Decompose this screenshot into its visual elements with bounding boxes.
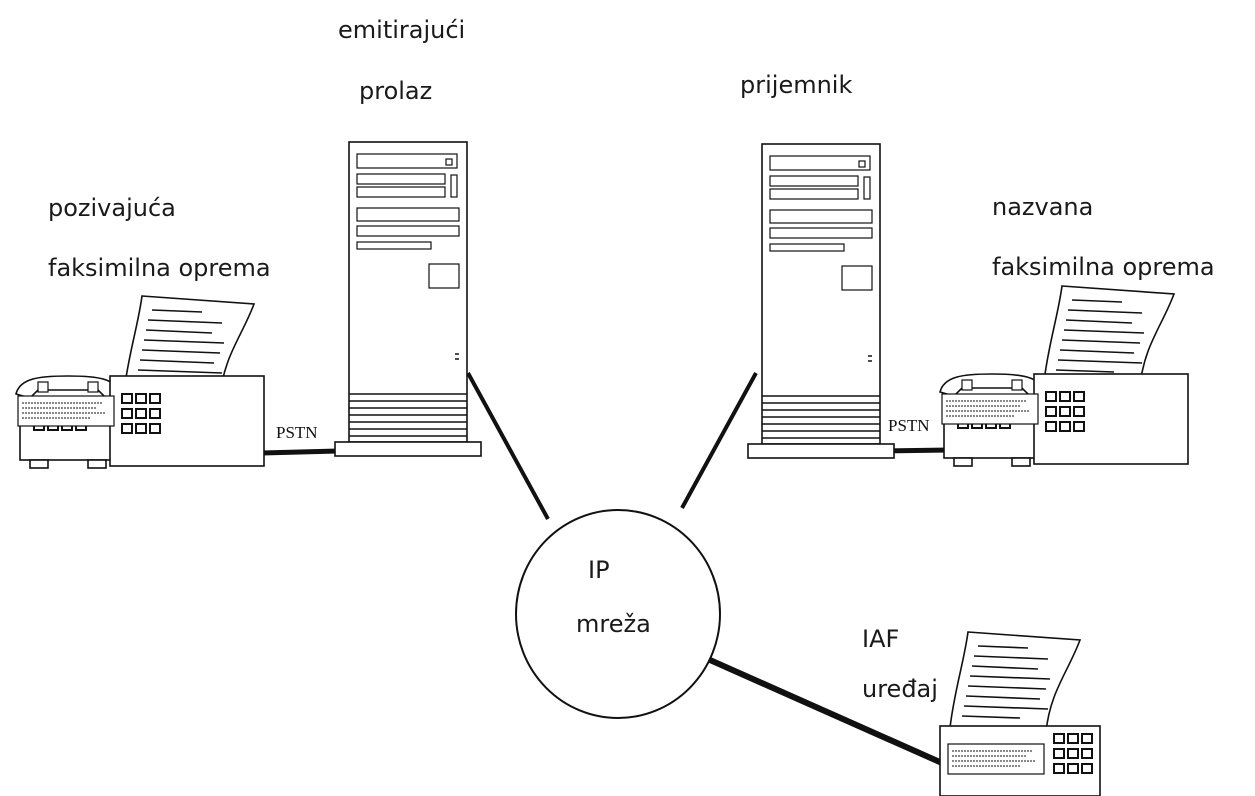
called-fax-label-2: faksimilna oprema <box>992 253 1215 281</box>
sending-gateway-server-icon <box>334 141 482 457</box>
ip-network-ellipse <box>515 509 721 719</box>
sending-gateway-label: emitirajući <box>338 16 465 44</box>
iaf-device-label-2: uređaj <box>862 675 938 703</box>
called-fax-machine-icon <box>940 374 1188 466</box>
calling-fax-machine-icon <box>16 376 264 468</box>
calling-fax-label-2: faksimilna oprema <box>48 254 271 282</box>
calling-fax-label: pozivajuća <box>48 194 176 222</box>
receiving-gateway-server-icon <box>747 143 895 459</box>
iaf-device-label: IAF <box>862 625 899 653</box>
pstn-label-left: PSTN <box>276 423 318 442</box>
sending-gateway-label-2: prolaz <box>359 77 432 105</box>
iaf-device-paper-icon <box>949 631 1081 733</box>
pstn-line-right <box>883 447 951 454</box>
called-fax-label: nazvana <box>992 193 1093 221</box>
called-fax-paper-icon <box>1043 285 1175 387</box>
pstn-label-right: PSTN <box>888 416 930 435</box>
ip-network-label-2: mreža <box>576 610 651 638</box>
link-iaf-to-ip <box>708 657 944 766</box>
receiving-gateway-label: prijemnik <box>740 71 852 99</box>
iaf-device-icon <box>939 725 1101 796</box>
link-sending-gateway-to-ip <box>466 372 550 520</box>
connection-lines <box>261 372 951 766</box>
ip-network-label: IP <box>588 556 610 584</box>
link-receiving-gateway-to-ip <box>680 372 758 509</box>
pstn-line-left <box>261 448 339 456</box>
